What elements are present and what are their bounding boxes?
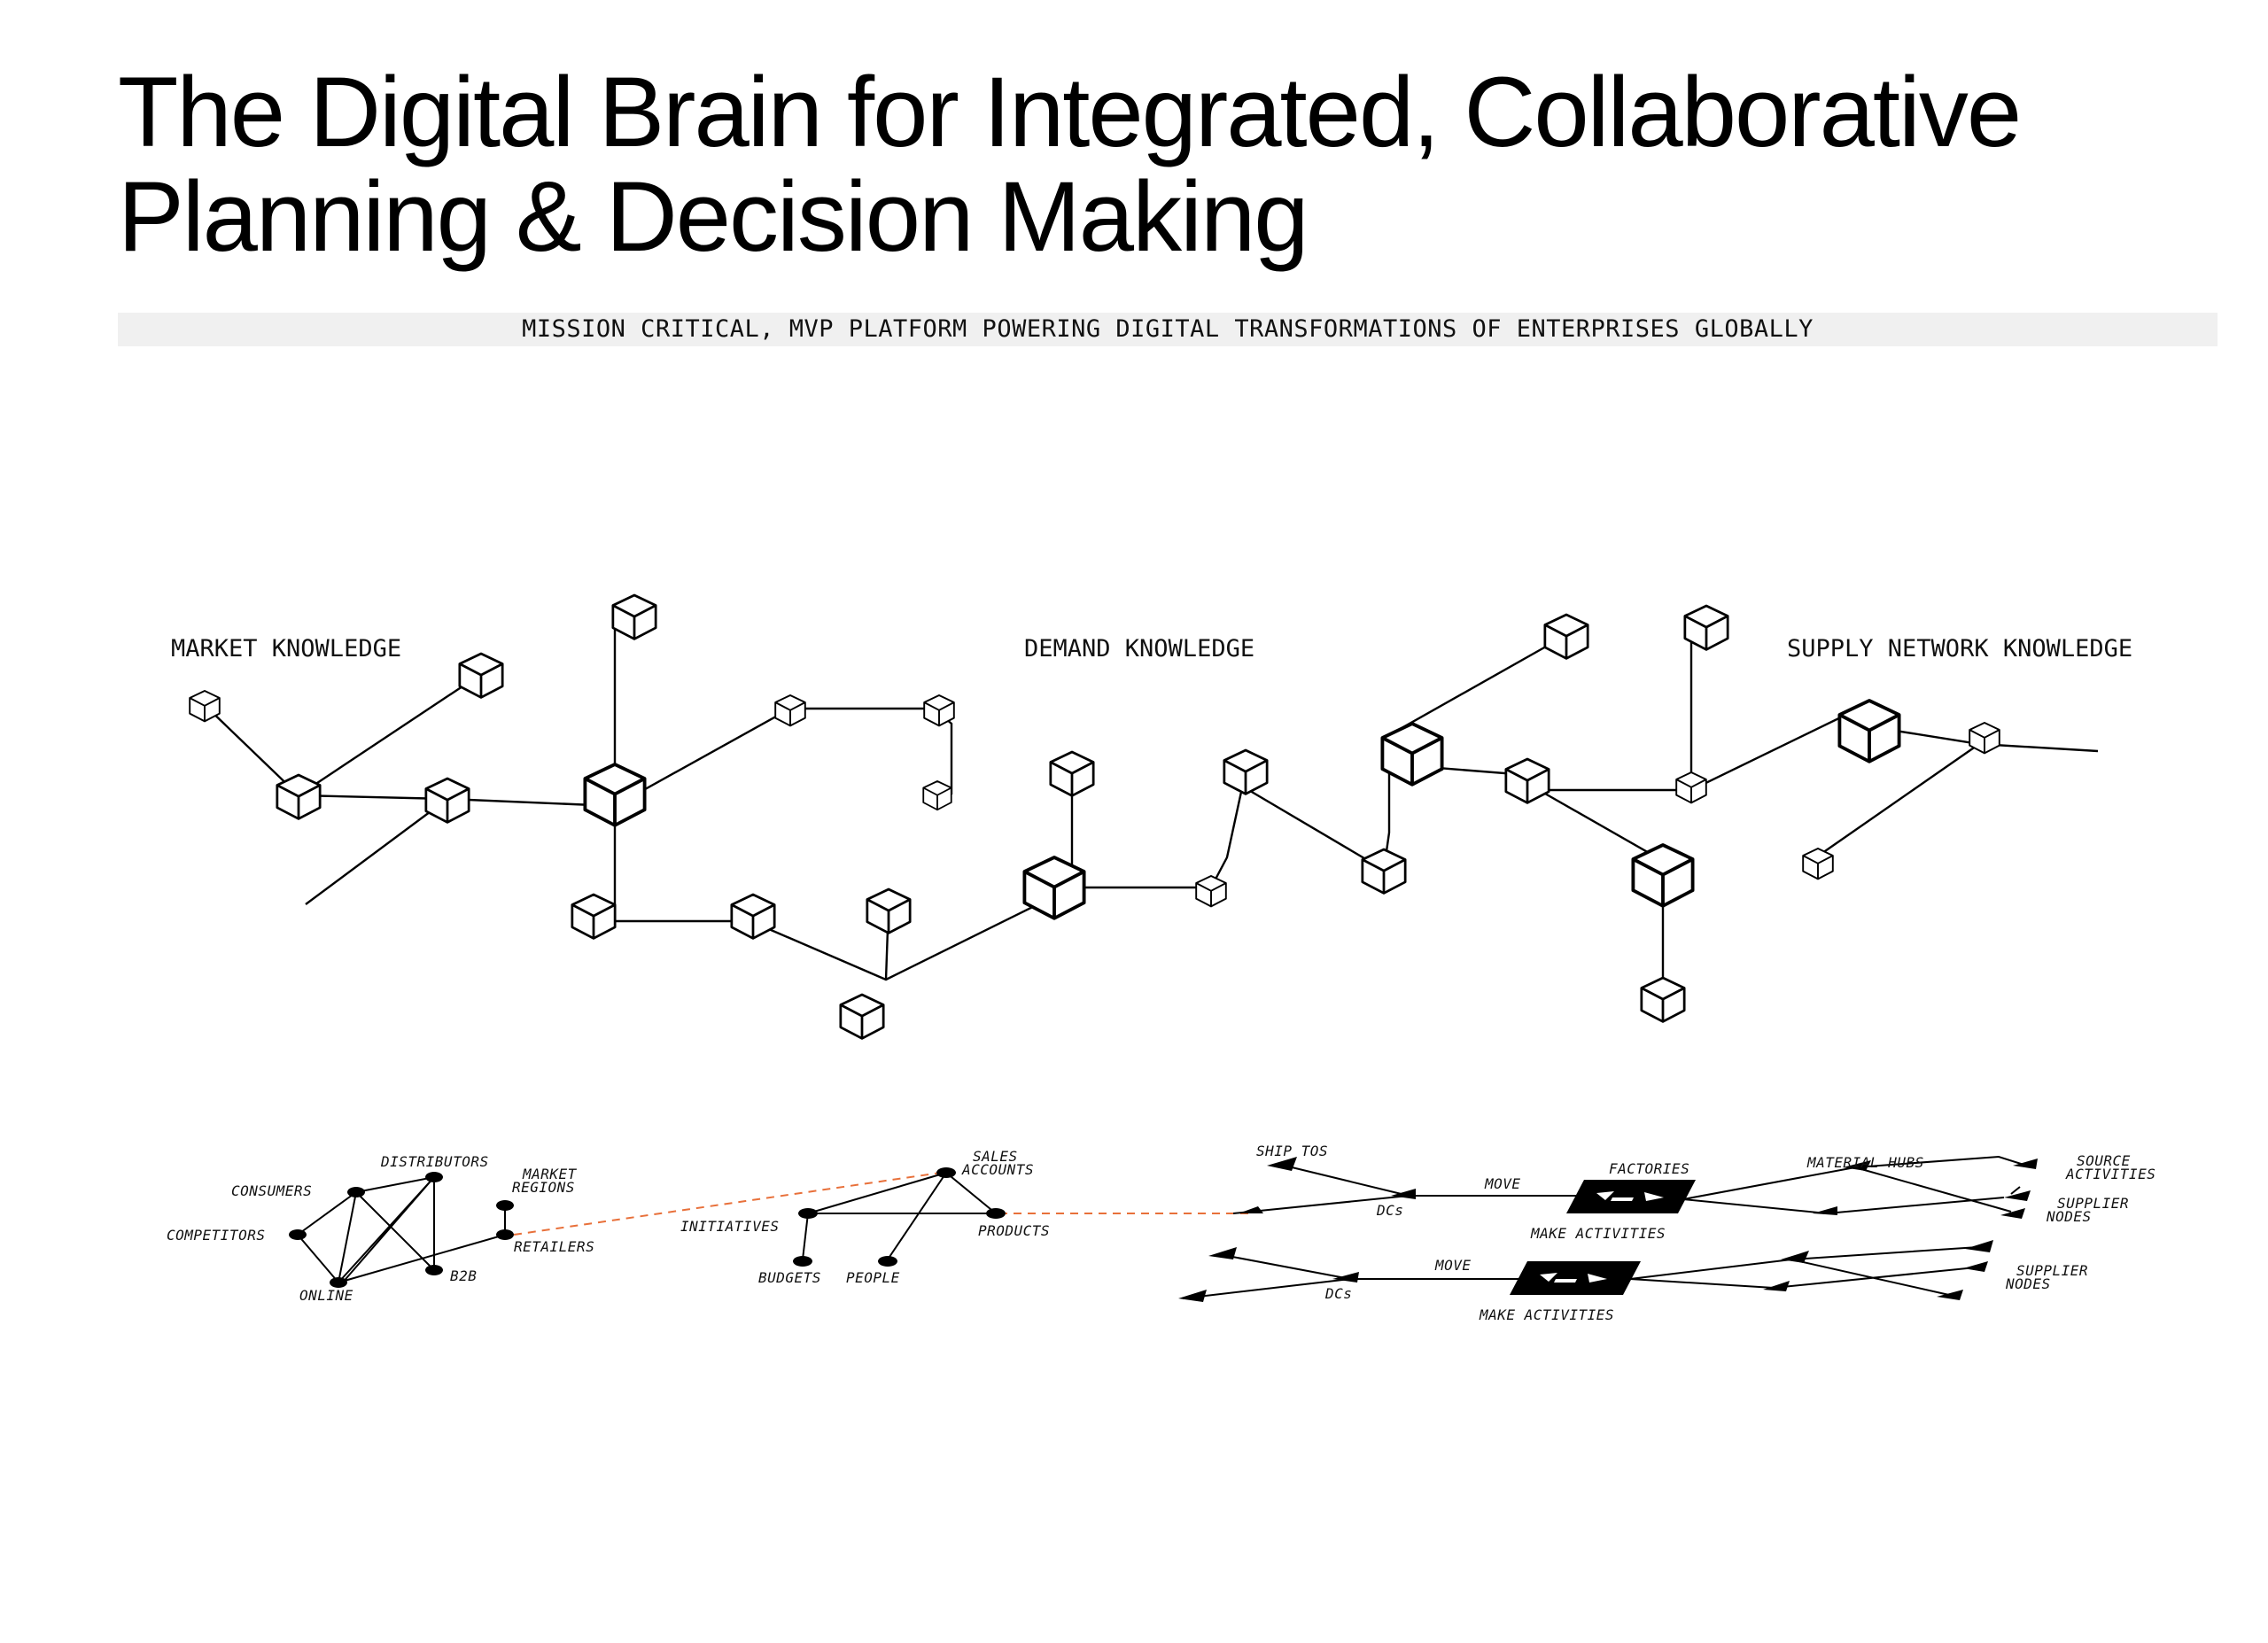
- factory-block-top: [1566, 1180, 1696, 1213]
- node-label-consumers: CONSUMERS: [231, 1182, 312, 1199]
- node-label-supplier-nodes-bottom-2: NODES: [2005, 1275, 2051, 1292]
- cube-node: [1223, 748, 1269, 795]
- node-label-supplier-nodes-top-2: NODES: [2046, 1208, 2092, 1225]
- node-label-source-activities-2: ACTIVITIES: [2065, 1166, 2155, 1182]
- node-label-make-activities-top: MAKE ACTIVITIES: [1530, 1225, 1666, 1242]
- node-label-move-bottom: MOVE: [1434, 1257, 1472, 1274]
- supply-graph: SHIP TOS DCs MOVE FACTORIES MAKE ACTIVIT…: [1178, 1143, 2155, 1323]
- node-label-budgets: BUDGETS: [758, 1269, 821, 1286]
- node-label-initiatives: INITIATIVES: [680, 1218, 779, 1235]
- cube-node: [1504, 757, 1550, 804]
- node-label-move-top: MOVE: [1484, 1175, 1521, 1192]
- node-label-material-hubs: MATERIAL HUBS: [1806, 1154, 1924, 1171]
- node-label-sales-accounts-2: ACCOUNTS: [961, 1161, 1034, 1178]
- demand-graph: SALES ACCOUNTS INITIATIVES PRODUCTS BUDG…: [680, 1148, 1050, 1286]
- cube-node: [1631, 843, 1695, 908]
- cube-node: [1022, 856, 1086, 920]
- title-line-1: The Digital Brain for Integrated, Collab…: [118, 57, 2022, 167]
- subtitle-banner: MISSION CRITICAL, MVP PLATFORM POWERING …: [118, 313, 2218, 346]
- cube-node: [611, 593, 657, 640]
- node-label-dcs-bottom: DCs: [1324, 1285, 1352, 1302]
- title-line-2: Planning & Decision Making: [118, 161, 1309, 272]
- cube-node: [1837, 699, 1901, 763]
- node-label-people: PEOPLE: [846, 1269, 900, 1286]
- cube-node: [1969, 722, 2000, 755]
- cube-node: [458, 652, 504, 699]
- cube-node: [571, 893, 617, 940]
- cube-node: [866, 887, 912, 934]
- node-label-distributors: DISTRIBUTORS: [380, 1153, 489, 1170]
- node-label-online: ONLINE: [299, 1287, 353, 1304]
- node-label-supplier-nodes-top: SUPPLIER: [2057, 1195, 2129, 1212]
- cube-node: [1361, 848, 1407, 895]
- cube-node: [922, 780, 952, 811]
- cube-node: [1049, 750, 1095, 797]
- node-label-make-activities-bottom: MAKE ACTIVITIES: [1479, 1306, 1614, 1323]
- node-label-b2b: B2B: [450, 1267, 477, 1284]
- node-label-competitors: COMPETITORS: [167, 1227, 265, 1244]
- cube-node: [774, 694, 806, 727]
- node-label-supplier-nodes-bottom: SUPPLIER: [2016, 1262, 2088, 1279]
- node-label-sales-accounts: SALES: [973, 1148, 1018, 1165]
- cube-node: [1380, 722, 1444, 787]
- cube-node: [1543, 613, 1589, 660]
- cube-node: [730, 893, 776, 940]
- cube-node: [583, 763, 647, 827]
- node-label-ship-tos: SHIP TOS: [1256, 1143, 1328, 1159]
- node-label-factories: FACTORIES: [1609, 1160, 1689, 1177]
- factory-block-bottom: [1510, 1261, 1641, 1295]
- cube-node: [1675, 771, 1707, 804]
- cube-node: [1683, 604, 1729, 651]
- node-label-dcs-top: DCs: [1376, 1202, 1403, 1219]
- cube-node: [923, 694, 955, 727]
- section-label-demand: DEMAND KNOWLEDGE: [1024, 635, 1254, 663]
- page-title: The Digital Brain for Integrated, Collab…: [118, 60, 2155, 269]
- cube-node: [424, 777, 470, 824]
- cube-node: [1195, 875, 1227, 908]
- node-label-market-regions: MARKET: [522, 1166, 578, 1182]
- market-graph: DISTRIBUTORS MARKET REGIONS CONSUMERS CO…: [167, 1153, 594, 1304]
- cube-node: [276, 773, 322, 820]
- node-label-source-activities: SOURCE: [2077, 1152, 2131, 1169]
- section-label-supply: SUPPLY NETWORK KNOWLEDGE: [1787, 635, 2132, 663]
- cube-node: [839, 993, 885, 1040]
- section-label-market: MARKET KNOWLEDGE: [171, 635, 401, 663]
- cube-node: [189, 690, 221, 723]
- node-label-market-regions-2: REGIONS: [512, 1179, 575, 1196]
- node-label-products: PRODUCTS: [978, 1222, 1050, 1239]
- cube-node: [1640, 976, 1686, 1023]
- cube-node: [1802, 848, 1834, 880]
- node-label-retailers: RETAILERS: [514, 1238, 594, 1255]
- cross-links: [513, 1172, 1251, 1236]
